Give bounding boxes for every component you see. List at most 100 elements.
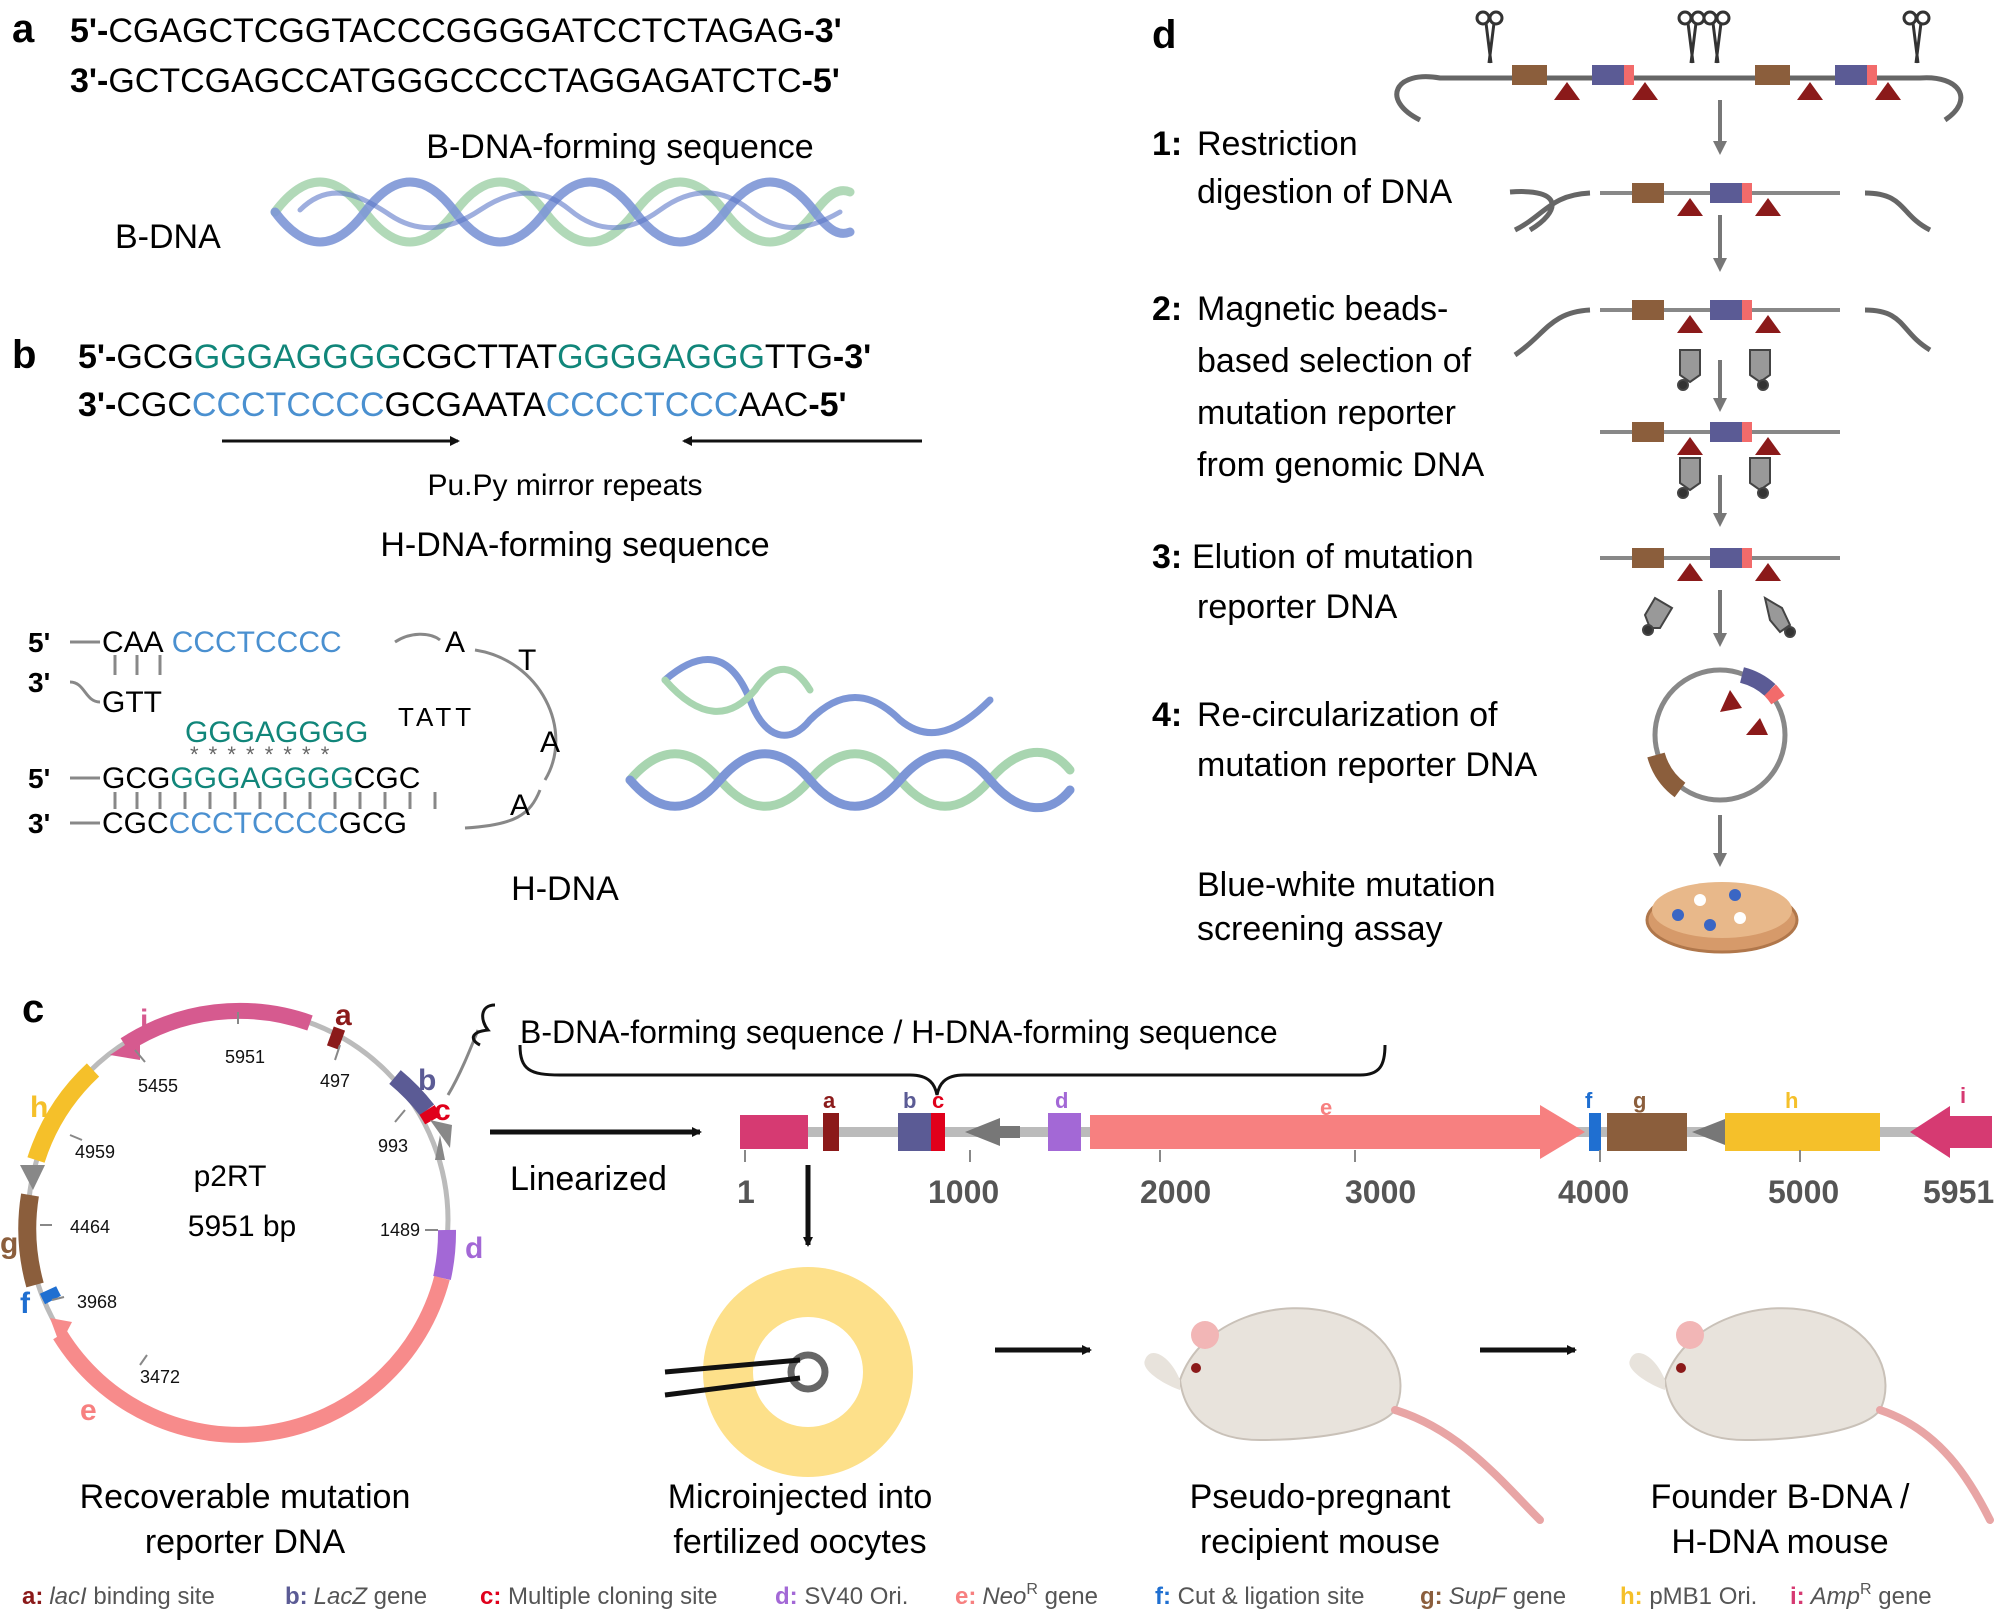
bottom-brace bbox=[518, 1044, 1387, 1096]
plasmid-letter-e: e bbox=[80, 1394, 97, 1427]
b-seq-top-strand: 5'-CGAGCTCGGTACCCGGGGATCCTCTAGAG-3' bbox=[70, 12, 842, 50]
strand-end-5-a: 5' bbox=[28, 627, 50, 658]
h-dna-schematic: 5' 3' 5' 3' bbox=[28, 626, 560, 840]
tick-5951: 5951 bbox=[225, 1047, 265, 1067]
legend-b: b:LacZ gene bbox=[285, 1583, 427, 1610]
panel-b: b 5'-GCGGGGAGGGGCGCTTATGGGGAGGGTTG-3' 3'… bbox=[12, 333, 1075, 908]
oocyte-icon bbox=[664, 1267, 913, 1477]
step2-line3: mutation reporter bbox=[1197, 394, 1456, 432]
linear-letter-a: a bbox=[823, 1088, 836, 1113]
hoogsteen-stars: * * * * * * * * bbox=[190, 742, 331, 767]
step1-line2: digestion of DNA bbox=[1197, 173, 1452, 211]
step1-line1: Restriction bbox=[1197, 125, 1358, 163]
caption-plasmid-line2: reporter DNA bbox=[145, 1523, 346, 1561]
plasmid-letter-i: i bbox=[140, 1004, 148, 1037]
caption-founder-line1: Founder B-DNA / bbox=[1651, 1478, 1910, 1516]
strand-end-3-b: 3' bbox=[28, 808, 50, 839]
legend-h: h: pMB1 Ori. bbox=[1620, 1583, 1757, 1610]
h-row5-c: GCG bbox=[339, 807, 407, 840]
h-row5-a: CGC bbox=[102, 807, 169, 840]
h-row5-b: CCCTCCCC bbox=[169, 807, 339, 840]
pseudo-pregnant-mouse-icon bbox=[1144, 1307, 1544, 1524]
plasmid-map: 5951 497 993 1489 5455 4959 4464 3968 34… bbox=[0, 999, 483, 1443]
caption-oocyte-line2: fertilized oocytes bbox=[673, 1523, 926, 1561]
linear-letter-g: g bbox=[1633, 1088, 1646, 1113]
h-row1-b: CCCTCCCC bbox=[172, 626, 342, 659]
bead-selection bbox=[1513, 300, 1932, 499]
plasmid-letter-d: d bbox=[465, 1232, 483, 1265]
panel-a: a 5'-CGAGCTCGGTACCCGGGGATCCTCTAGAG-3' 3'… bbox=[12, 7, 855, 256]
plasmid-letter-a: a bbox=[335, 999, 352, 1032]
legend-c: c: Multiple cloning site bbox=[480, 1583, 717, 1610]
step1-number: 1: bbox=[1152, 125, 1182, 163]
tick-4959: 4959 bbox=[75, 1142, 115, 1162]
panel-a-label: a bbox=[12, 7, 35, 51]
tick-497: 497 bbox=[320, 1071, 350, 1091]
h-dna-helix bbox=[625, 656, 1075, 813]
svg-text:CGCCCCTCCCCGCG: CGCCCCTCCCCGCG bbox=[102, 807, 407, 840]
legend-d: d: SV40 Ori. bbox=[775, 1583, 908, 1610]
h-dna-label: H-DNA bbox=[511, 870, 619, 908]
step3-line2: reporter DNA bbox=[1197, 588, 1398, 626]
insert-sequence-label: B-DNA-forming sequence / H-DNA-forming s… bbox=[520, 1014, 1278, 1050]
axis-tick-2000: 2000 bbox=[1140, 1174, 1211, 1210]
axis-tick-3000: 3000 bbox=[1345, 1174, 1416, 1210]
panel-b-label: b bbox=[12, 333, 36, 377]
linear-letter-b: b bbox=[903, 1088, 916, 1113]
plasmid-letter-c: c bbox=[434, 1094, 451, 1127]
step5-line1: Blue-white mutation bbox=[1197, 866, 1496, 904]
plasmid-letter-h: h bbox=[30, 1091, 48, 1124]
legend-g: g:SupF gene bbox=[1420, 1583, 1566, 1610]
h-row2: GTT bbox=[102, 686, 162, 719]
h-row4-c: CGC bbox=[354, 762, 421, 795]
axis-tick-4000: 4000 bbox=[1558, 1174, 1629, 1210]
tick-3472: 3472 bbox=[140, 1367, 180, 1387]
step4-number: 4: bbox=[1152, 696, 1182, 734]
scissors-icon bbox=[1475, 10, 1931, 64]
tick-3968: 3968 bbox=[77, 1292, 117, 1312]
caption-founder-line2: H-DNA mouse bbox=[1671, 1523, 1888, 1561]
step2-line4: from genomic DNA bbox=[1197, 446, 1485, 484]
h-loop-t: T bbox=[518, 644, 536, 677]
step5-line2: screening assay bbox=[1197, 910, 1443, 948]
panel-d-label: d bbox=[1152, 13, 1176, 57]
mirror-repeats-label: Pu.Py mirror repeats bbox=[427, 469, 702, 502]
linear-letter-i: i bbox=[1960, 1083, 1966, 1108]
linear-letter-e: e bbox=[1320, 1095, 1332, 1120]
step4-line2: mutation reporter DNA bbox=[1197, 746, 1537, 784]
step3-number: 3: bbox=[1152, 538, 1182, 576]
genomic-dna bbox=[1394, 65, 1964, 123]
h-seq-bottom-strand: 3'-CGCCCCTCCCCGCGAATACCCCTCCCAAC-5' bbox=[78, 386, 847, 424]
b-dna-forming-title: B-DNA-forming sequence bbox=[426, 128, 813, 166]
legend-a: a:lacI binding site bbox=[22, 1583, 215, 1610]
plasmid-letter-g: g bbox=[0, 1227, 18, 1260]
plasmid-letter-b: b bbox=[418, 1064, 436, 1097]
svg-text:GCGGGGAGGGGCGC: GCGGGGAGGGGCGC bbox=[102, 762, 420, 795]
petri-dish-icon bbox=[1645, 882, 1799, 954]
legend-e: e:NeoR gene bbox=[955, 1581, 1098, 1610]
h-row4-b: GGGAGGGG bbox=[170, 762, 353, 795]
axis-tick-1: 1 bbox=[737, 1174, 755, 1210]
h-row3-tail: TATT bbox=[398, 702, 475, 732]
strand-end-3-a: 3' bbox=[28, 667, 50, 698]
tick-993: 993 bbox=[378, 1136, 408, 1156]
axis-tick-5000: 5000 bbox=[1768, 1174, 1839, 1210]
tick-4464: 4464 bbox=[70, 1217, 110, 1237]
caption-oocyte-line1: Microinjected into bbox=[668, 1478, 933, 1516]
plasmid-letter-f: f bbox=[20, 1287, 31, 1320]
panel-c: c bbox=[0, 987, 1994, 1561]
h-seq-top-strand: 5'-GCGGGGAGGGGCGCTTATGGGGAGGGTTG-3' bbox=[78, 338, 871, 376]
step2-line2: based selection of bbox=[1197, 342, 1472, 380]
axis-tick-5951: 5951 bbox=[1923, 1174, 1994, 1210]
caption-plasmid-line1: Recoverable mutation bbox=[80, 1478, 411, 1516]
elution bbox=[1600, 548, 1840, 638]
digested-fragment bbox=[1509, 183, 1932, 233]
plasmid-size: 5951 bp bbox=[188, 1210, 296, 1243]
legend-f: f: Cut & ligation site bbox=[1155, 1583, 1364, 1610]
axis-tick-1000: 1000 bbox=[928, 1174, 999, 1210]
linear-letter-h: h bbox=[1785, 1088, 1798, 1113]
left-brace bbox=[471, 1003, 496, 1047]
linear-letter-d: d bbox=[1055, 1088, 1068, 1113]
